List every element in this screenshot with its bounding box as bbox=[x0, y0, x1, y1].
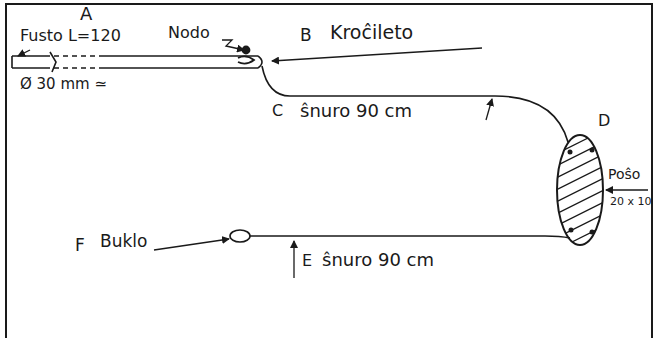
part-name: Buklo bbox=[100, 232, 147, 252]
part-name: Nodo bbox=[168, 24, 210, 42]
pocket bbox=[540, 110, 620, 282]
part-name: ŝnuro 90 cm bbox=[300, 101, 412, 122]
leader-lines bbox=[18, 40, 648, 278]
cord bbox=[262, 66, 568, 142]
part-letter: C bbox=[272, 102, 283, 120]
dimension: Ø 30 mm ≃ bbox=[20, 76, 107, 93]
part-letter: E bbox=[302, 252, 312, 270]
part-name: Poŝo bbox=[608, 166, 640, 182]
frame bbox=[6, 4, 652, 338]
loop bbox=[230, 230, 250, 242]
part-letter: A bbox=[80, 4, 92, 25]
dimension: 20 x 10 bbox=[610, 196, 652, 209]
cord bbox=[250, 236, 570, 238]
part-letter: D bbox=[598, 112, 610, 130]
part-name: ŝnuro 90 cm bbox=[322, 250, 434, 271]
part-name: Fusto L=120 bbox=[20, 27, 121, 45]
part-name: Kroĉileto bbox=[330, 22, 413, 44]
stick bbox=[12, 52, 262, 72]
part-letter: B bbox=[300, 26, 312, 46]
part-letter: F bbox=[75, 236, 85, 256]
